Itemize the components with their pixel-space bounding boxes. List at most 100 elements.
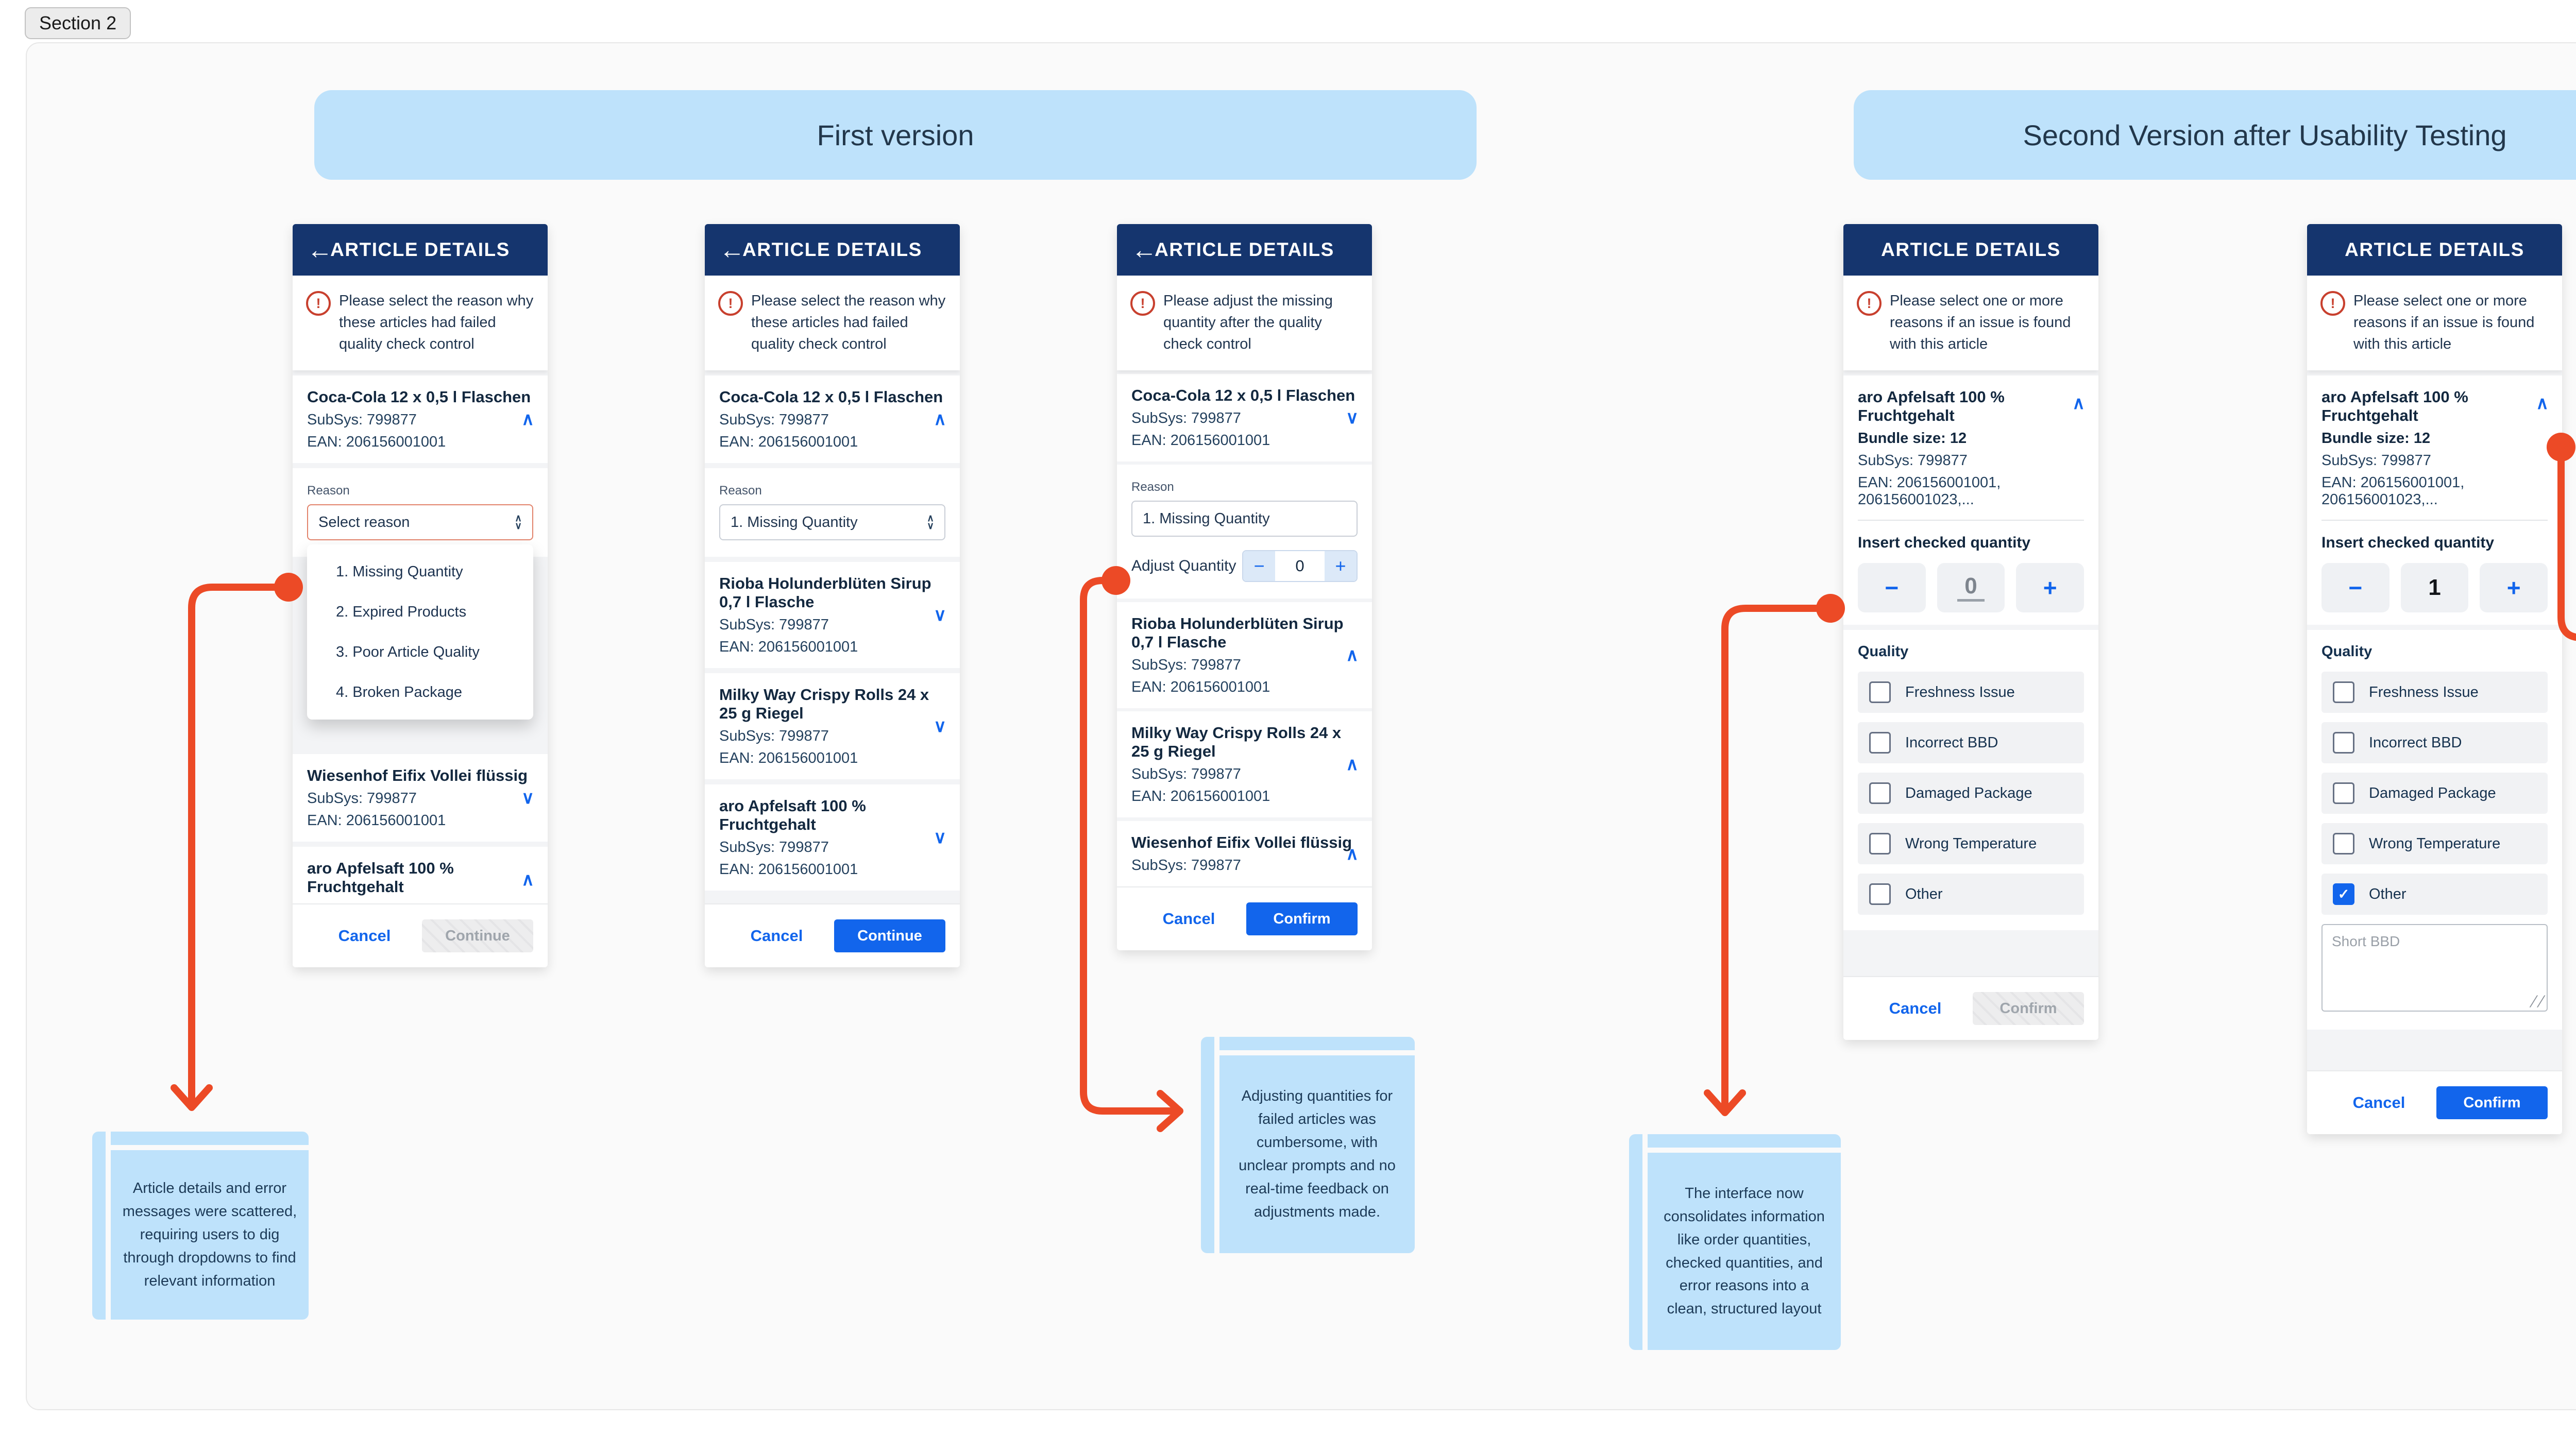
divider — [2321, 520, 2548, 521]
section-tag[interactable]: Section 2 — [25, 7, 131, 39]
checkbox-unchecked-icon — [1869, 681, 1891, 704]
article-ean: EAN: 206156001001 — [719, 434, 858, 451]
article-card-wiesenhof: Wiesenhof Eifix Vollei flüssig SubSys: 7… — [293, 754, 548, 842]
confirm-button[interactable]: Confirm — [1246, 902, 1358, 936]
app-header: ARTICLE DETAILS — [2307, 224, 2562, 276]
checkbox-row-wrong-temperature[interactable]: Wrong Temperature — [2321, 823, 2548, 865]
back-arrow-icon[interactable]: ← — [1131, 235, 1157, 264]
footer-actions: Cancel Confirm — [2307, 1070, 2562, 1134]
other-reason-textarea[interactable] — [2321, 924, 2548, 1012]
page-title: ARTICLE DETAILS — [330, 239, 510, 260]
cancel-button[interactable]: Cancel — [1162, 910, 1215, 928]
article-card-coca: Coca-Cola 12 x 0,5 l Flaschen SubSys: 79… — [705, 375, 960, 464]
continue-button[interactable]: Continue — [834, 919, 945, 952]
alert-icon: ! — [1130, 291, 1155, 316]
cancel-button[interactable]: Cancel — [338, 927, 391, 945]
article-ean: EAN: 206156001001 — [1131, 678, 1270, 695]
reason-select-value: 1. Missing Quantity — [731, 514, 858, 531]
article-title: Milky Way Crispy Rolls 24 x 25 g Riegel — [1131, 724, 1342, 761]
chevron-down-icon[interactable]: ∨ — [934, 605, 946, 625]
confirm-button[interactable]: Confirm — [2436, 1086, 2548, 1119]
reason-select[interactable]: 1. Missing Quantity ∧∨ — [719, 504, 945, 541]
page-title: ARTICLE DETAILS — [742, 239, 922, 260]
article-card-aro: aro Apfelsaft 100 % Fruchtgehalt SubSys:… — [705, 784, 960, 891]
reason-label: Reason — [1131, 480, 1174, 494]
checkbox-row-wrong-temperature[interactable]: Wrong Temperature — [1858, 823, 2084, 865]
chevron-up-icon[interactable]: ∧ — [1346, 755, 1359, 775]
checkbox-unchecked-icon — [2333, 681, 2354, 704]
chevron-up-icon[interactable]: ∧ — [2536, 394, 2549, 414]
banner-first-version: First version — [314, 90, 1477, 180]
divider — [1858, 520, 2084, 521]
article-title: Wiesenhof Eifix Vollei flüssig — [307, 766, 528, 784]
cancel-button[interactable]: Cancel — [2352, 1093, 2405, 1112]
minus-button[interactable]: − — [1858, 563, 1926, 613]
article-title: aro Apfelsaft 100 % Fruchtgehalt — [719, 797, 866, 834]
insert-checked-quantity-label: Insert checked quantity — [1858, 534, 2031, 552]
article-subsys: SubSys: 799877 — [307, 790, 417, 807]
chevron-down-icon[interactable]: ∨ — [934, 716, 946, 737]
cancel-button[interactable]: Cancel — [750, 927, 803, 945]
checkbox-row-incorrect-bbd[interactable]: Incorrect BBD — [1858, 722, 2084, 764]
checkbox-row-damaged-package[interactable]: Damaged Package — [2321, 773, 2548, 814]
chevron-up-icon[interactable]: ∧ — [1346, 844, 1359, 864]
chevron-up-icon[interactable]: ∧ — [1346, 645, 1359, 665]
checkbox-row-other[interactable]: Other — [1858, 874, 2084, 915]
checked-quantity-stepper: − 0 + — [1858, 563, 2084, 613]
menu-item-broken-package[interactable]: 4. Broken Package — [336, 683, 463, 700]
checkbox-row-other-checked[interactable]: ✓ Other — [2321, 874, 2548, 915]
reason-label: Reason — [719, 484, 762, 498]
chevron-up-icon[interactable]: ∧ — [2072, 394, 2085, 414]
chevron-up-icon[interactable]: ∧ — [521, 870, 534, 890]
minus-button[interactable]: − — [1243, 551, 1275, 582]
plus-button[interactable]: + — [2016, 563, 2084, 613]
quantity-value[interactable]: 0 — [1275, 551, 1325, 582]
plus-button[interactable]: + — [1325, 551, 1357, 582]
article-title: Rioba Holunderblüten Sirup 0,7 l Flasche — [719, 574, 931, 611]
back-arrow-icon[interactable]: ← — [307, 235, 333, 264]
checkbox-unchecked-icon — [2333, 833, 2354, 855]
alert-icon: ! — [306, 291, 331, 316]
reason-section: Reason 1. Missing Quantity ∧∨ — [705, 468, 960, 557]
checkbox-unchecked-icon — [1869, 883, 1891, 905]
reason-select[interactable]: Select reason ∧∨ — [307, 504, 533, 541]
article-title: Coca-Cola 12 x 0,5 l Flaschen — [719, 388, 943, 406]
menu-item-poor-article-quality[interactable]: 3. Poor Article Quality — [336, 643, 480, 660]
chevron-down-icon[interactable]: ∨ — [521, 788, 534, 808]
menu-item-expired-products[interactable]: 2. Expired Products — [336, 603, 467, 620]
article-title: aro Apfelsaft 100 % Fruchtgehalt — [1858, 388, 2005, 425]
quality-label: Quality — [1858, 643, 1909, 660]
checkbox-row-damaged-package[interactable]: Damaged Package — [1858, 773, 2084, 814]
checkbox-row-incorrect-bbd[interactable]: Incorrect BBD — [2321, 722, 2548, 764]
article-title: aro Apfelsaft 100 % Fruchtgehalt — [2321, 388, 2468, 425]
adjust-quantity-label: Adjust Quantity — [1131, 557, 1236, 575]
app-header: ARTICLE DETAILS — [1843, 224, 2098, 276]
menu-item-missing-quantity[interactable]: 1. Missing Quantity — [336, 563, 463, 580]
article-subsys: SubSys: 799877 — [1131, 766, 1241, 783]
minus-button[interactable]: − — [2321, 563, 2389, 613]
article-ean: EAN: 206156001001 — [719, 750, 858, 767]
footer-actions: Cancel Confirm — [1843, 976, 2098, 1040]
chevron-down-icon[interactable]: ∨ — [934, 828, 946, 848]
resize-handle-icon[interactable]: ╱╱ — [2530, 996, 2545, 1008]
checkbox-row-freshness[interactable]: Freshness Issue — [1858, 672, 2084, 713]
quantity-value[interactable]: 1 — [2400, 563, 2469, 613]
cancel-button[interactable]: Cancel — [1889, 999, 1942, 1017]
checkbox-row-freshness[interactable]: Freshness Issue — [2321, 672, 2548, 713]
chevron-down-icon[interactable]: ∨ — [1346, 407, 1359, 428]
checkbox-unchecked-icon — [2333, 782, 2354, 805]
phone-v2-filled-state: ARTICLE DETAILS ! Please select one or m… — [2307, 224, 2562, 1134]
footer-actions: Cancel Continue — [705, 903, 960, 967]
minus-icon: − — [2348, 574, 2363, 602]
plus-button[interactable]: + — [2480, 563, 2548, 613]
reason-select[interactable]: 1. Missing Quantity — [1131, 501, 1358, 537]
confirm-button-disabled: Confirm — [1973, 992, 2084, 1025]
chevron-up-icon[interactable]: ∧ — [521, 409, 534, 430]
quantity-value[interactable]: 0 — [1937, 563, 2005, 613]
chevron-up-icon[interactable]: ∧ — [934, 409, 946, 430]
reason-section: Reason Select reason ∧∨ 1. Missing Quant… — [293, 468, 548, 720]
back-arrow-icon[interactable]: ← — [719, 235, 745, 264]
article-card-rioba: Rioba Holunderblüten Sirup 0,7 l Flasche… — [705, 562, 960, 669]
warning-banner: ! Please select one or more reasons if a… — [1843, 276, 2098, 371]
